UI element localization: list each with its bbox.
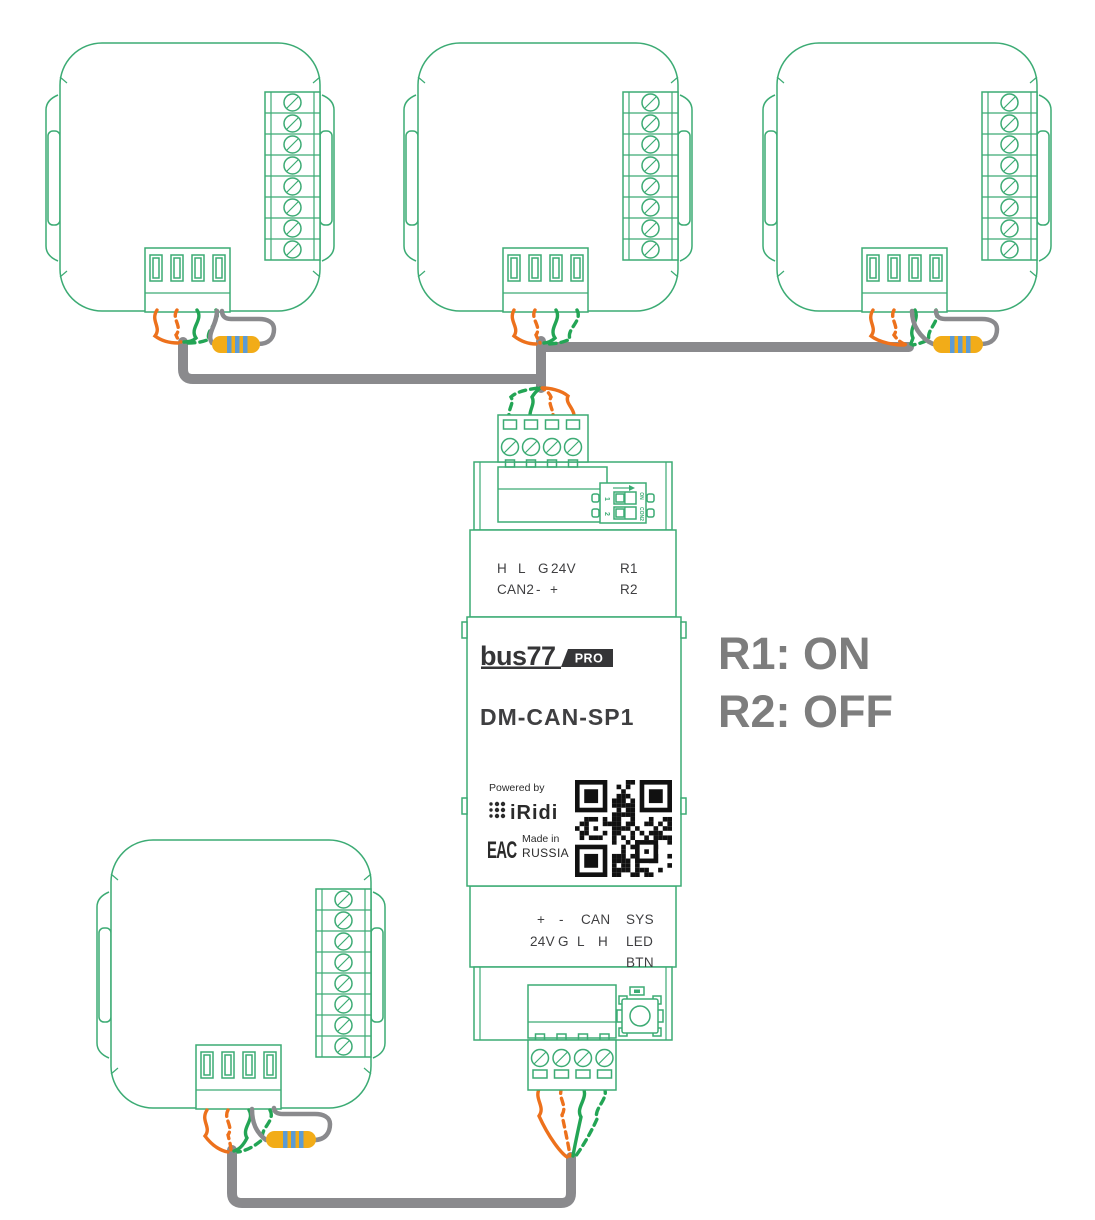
powered-by-block: Powered by iRidi EAC Made in RUSSIA: [487, 782, 569, 864]
module-top-plug-wires: [507, 386, 576, 423]
pin-label-g: G: [538, 561, 549, 576]
plug-wire-slots: [532, 1069, 613, 1079]
iridi-wordmark: iRidi: [510, 802, 558, 824]
relay-label-r1: R1: [620, 561, 638, 576]
device-top-left: [45, 42, 335, 313]
qr-code: [575, 780, 672, 877]
label-btn: BTN: [626, 955, 654, 970]
plug-screws: [500, 437, 583, 457]
dip-switch: 1 2 ON CON2: [591, 482, 655, 524]
pin-label-l: L: [518, 561, 526, 576]
brand-logo: bus77 PRO: [480, 641, 613, 671]
device-top-right-wires: [868, 308, 939, 347]
pro-badge: [561, 649, 613, 667]
annotation-r1: R1: ON: [718, 628, 871, 679]
bottom-port-labels: + - CAN SYS 24V G L H LED BTN: [530, 912, 654, 970]
pin-label-24v: 24V: [530, 934, 555, 949]
dip-label-2: 2: [603, 512, 610, 516]
can-module: 1 2 ON CON2 H L G 24V CAN2 - + R1 R2 bus…: [461, 461, 687, 1041]
device-top-middle: [403, 42, 693, 313]
powered-by-label: Powered by: [489, 782, 545, 794]
sys-button[interactable]: [616, 995, 664, 1037]
pin-label-plus: +: [550, 582, 558, 597]
module-upper-band: [469, 529, 677, 618]
pin-label-minus: -: [536, 582, 541, 597]
device-top-right: [762, 42, 1052, 313]
resistor-stripes: [283, 1131, 304, 1148]
resistor-stripes: [950, 336, 971, 353]
dip-switch-1[interactable]: [613, 491, 637, 505]
terminator-resistor-left: [208, 308, 277, 353]
bottom-terminal-recess: [527, 984, 617, 1039]
bus-cable-bottom: [227, 1145, 576, 1208]
pin-label-h: H: [497, 561, 507, 576]
port-label-can: CAN: [581, 912, 610, 927]
dip-label-con2: CON2: [638, 507, 644, 521]
device-top-left-wires: [152, 308, 219, 345]
module-lower-band: [469, 885, 677, 968]
dip-side-tabs: [591, 493, 655, 518]
module-top-plug: [497, 414, 589, 468]
dip-state-annotation: R1: ON R2: OFF: [718, 628, 893, 737]
label-led: LED: [626, 934, 653, 949]
plug-wire-slots: [502, 419, 581, 430]
pin-label-l: L: [577, 934, 585, 949]
relay-label-r2: R2: [620, 582, 638, 597]
device-bottom-wires: [202, 1108, 273, 1154]
sys-led-icon: [629, 986, 645, 996]
pin-label-g: G: [558, 934, 569, 949]
annotation-r2: R2: OFF: [718, 686, 893, 737]
eac-mark: EAC: [487, 838, 517, 864]
dip-on-arrow-icon: [613, 485, 635, 491]
dip-label-on: ON: [638, 492, 644, 500]
iridi-dots-icon: [489, 801, 506, 819]
device-top-middle-wires: [510, 308, 580, 346]
pin-label-24v: 24V: [551, 561, 576, 576]
bus-cables: [178, 336, 914, 1208]
module-bottom-plug-wires: [536, 1085, 607, 1159]
label-sys: SYS: [626, 912, 654, 927]
resistor-stripes: [227, 336, 248, 353]
brand-underline: [481, 666, 561, 669]
port-label-can2: CAN2: [497, 582, 534, 597]
dip-switch-2[interactable]: [613, 506, 637, 520]
plug-body: [527, 1039, 617, 1091]
plug-screws: [530, 1048, 614, 1068]
terminator-resistor-bottom: [249, 1105, 333, 1148]
top-port-labels: H L G 24V CAN2 - + R1 R2: [497, 561, 638, 597]
dip-label-1: 1: [603, 497, 610, 501]
brand-wordmark: bus77: [480, 641, 556, 671]
device-bottom: [96, 839, 386, 1110]
made-in-country: RUSSIA: [522, 846, 569, 860]
bus-cable-left: [178, 337, 546, 384]
pin-label-minus: -: [559, 912, 564, 927]
plug-pin-tabs: [504, 459, 579, 468]
made-in-label: Made in: [522, 833, 560, 845]
terminator-resistor-right: [909, 308, 1000, 353]
model-name: DM-CAN-SP1: [480, 704, 634, 730]
din-clip-nubs: [461, 621, 687, 815]
module-bottom-plug: [527, 1033, 617, 1091]
pro-badge-label: PRO: [575, 652, 604, 666]
pin-label-h: H: [598, 934, 608, 949]
pin-label-plus: +: [537, 912, 545, 927]
